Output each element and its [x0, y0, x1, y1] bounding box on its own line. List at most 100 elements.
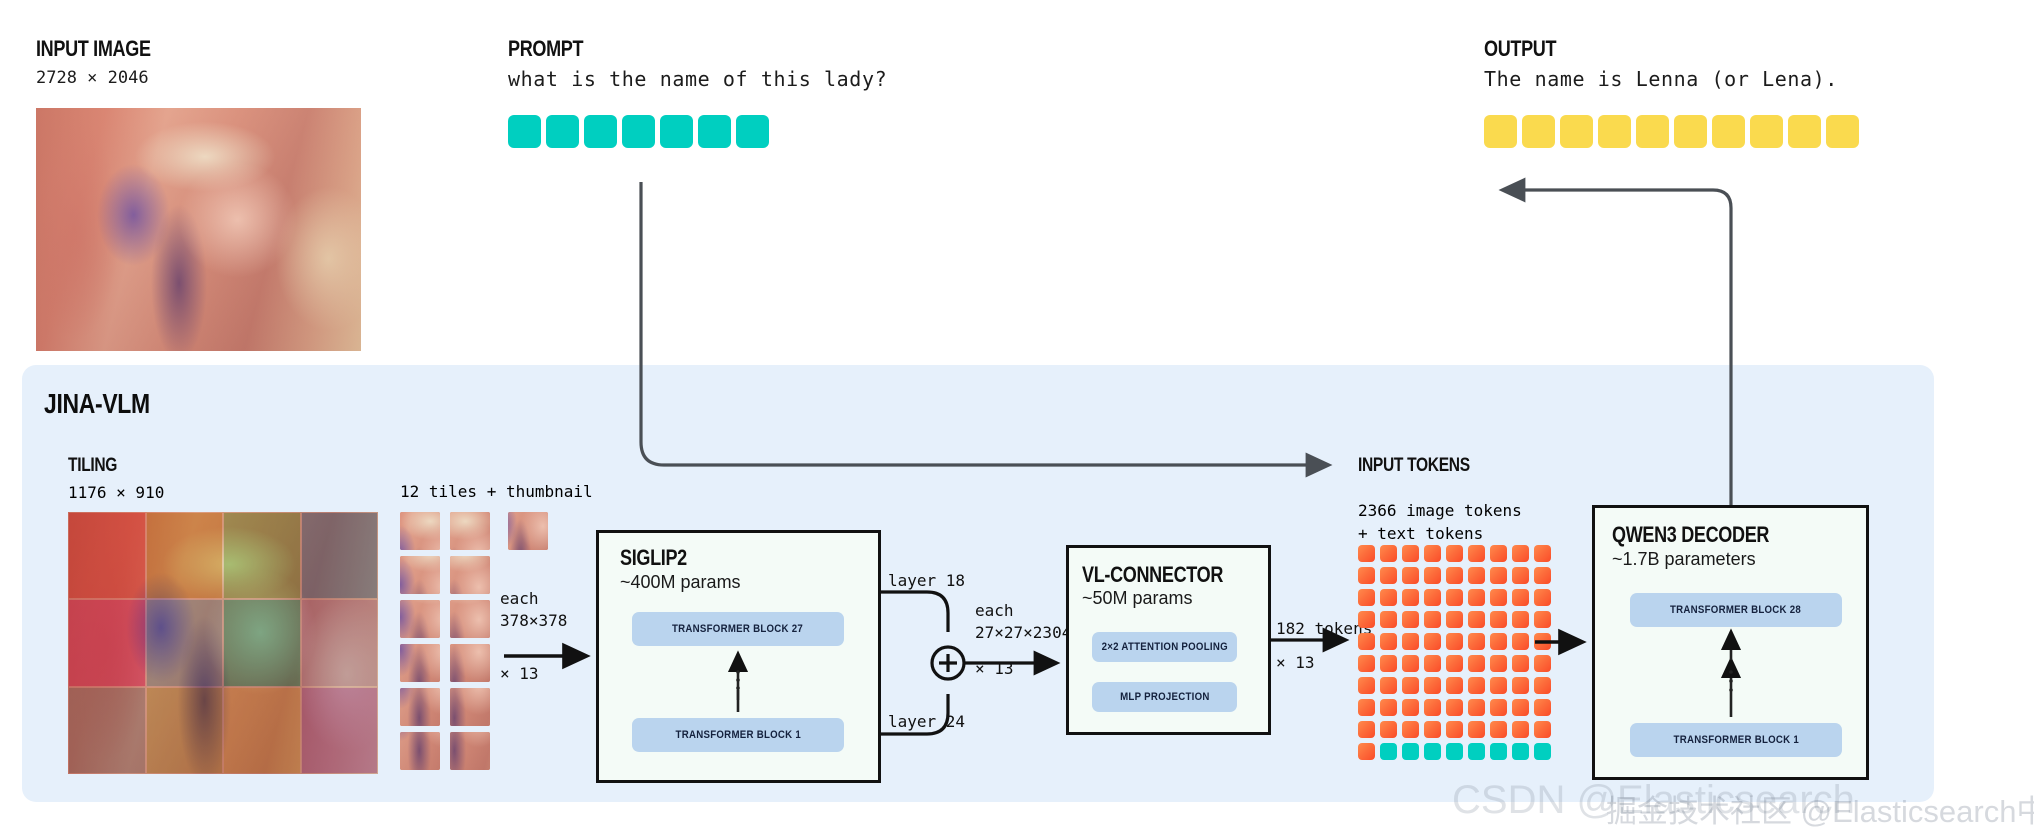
tile-size-line2: 378×378	[500, 610, 568, 630]
siglip2-block-top-label: TRANSFORMER BLOCK 27	[672, 623, 804, 635]
text-token	[1512, 743, 1529, 760]
image-token	[1534, 545, 1551, 562]
tile-thumbnail	[400, 600, 440, 638]
merge-multiplier-label: × 13	[975, 659, 1014, 678]
image-token	[1512, 611, 1529, 628]
image-token	[1490, 721, 1507, 738]
image-token	[1402, 677, 1419, 694]
prompt-token	[736, 115, 769, 148]
image-token	[1358, 545, 1375, 562]
tile-cell	[68, 512, 146, 600]
image-token	[1468, 721, 1485, 738]
image-token	[1358, 589, 1375, 606]
image-token	[1424, 721, 1441, 738]
image-token	[1468, 567, 1485, 584]
image-token	[1446, 633, 1463, 650]
image-token	[1512, 589, 1529, 606]
image-token	[1512, 677, 1529, 694]
prompt-token	[698, 115, 731, 148]
mlp-projection-label: MLP PROJECTION	[1119, 691, 1210, 703]
image-token	[1534, 655, 1551, 672]
image-token	[1402, 589, 1419, 606]
image-token	[1424, 677, 1441, 694]
prompt-token	[546, 115, 579, 148]
image-token	[1490, 589, 1507, 606]
prompt-title: PROMPT	[508, 36, 584, 61]
input-tokens-line2: + text tokens	[1358, 523, 1484, 543]
attention-pooling-label: 2×2 ATTENTION POOLING	[1101, 641, 1228, 653]
tile-size-label: each 378×378	[500, 588, 567, 631]
image-token	[1534, 567, 1551, 584]
tile-cell	[300, 599, 378, 687]
tiling-title: TILING	[68, 455, 118, 476]
image-token	[1424, 699, 1441, 716]
text-token	[1402, 743, 1419, 760]
qwen3-block-top: TRANSFORMER BLOCK 28	[1630, 593, 1842, 627]
image-token	[1402, 567, 1419, 584]
text-token	[1446, 743, 1463, 760]
output-token	[1484, 115, 1517, 148]
image-token	[1402, 545, 1419, 562]
image-token	[1358, 743, 1375, 760]
input-image-photo	[36, 108, 361, 351]
image-token	[1424, 545, 1441, 562]
tiling-dimensions: 1176 × 910	[68, 483, 165, 502]
merge-output-label: each 27×27×2304	[975, 600, 1071, 643]
image-token	[1402, 633, 1419, 650]
tile-thumbnail	[450, 512, 490, 550]
tile-size-line1: each	[500, 589, 539, 608]
image-token	[1512, 633, 1529, 650]
tile-thumbnail	[400, 556, 440, 594]
prompt-token	[660, 115, 693, 148]
qwen3-decoder-params: ~1.7B parameters	[1612, 549, 1756, 569]
tile-thumbnail	[450, 688, 490, 726]
image-token	[1424, 655, 1441, 672]
image-token	[1380, 589, 1397, 606]
image-token	[1534, 633, 1551, 650]
image-token	[1402, 721, 1419, 738]
image-token	[1512, 655, 1529, 672]
prompt-token-chips	[508, 115, 769, 148]
siglip2-block-bottom-label: TRANSFORMER BLOCK 1	[675, 729, 801, 741]
siglip2-params: ~400M params	[620, 572, 741, 592]
merge-output-line1: each	[975, 601, 1014, 620]
jina-vlm-title: JINA-VLM	[44, 388, 150, 419]
image-token	[1380, 655, 1397, 672]
tile-multiplier-label: × 13	[500, 664, 539, 683]
input-token-grid	[1358, 545, 1551, 760]
image-token	[1446, 545, 1463, 562]
image-token	[1358, 655, 1375, 672]
image-token	[1380, 633, 1397, 650]
siglip2-layer-bottom-label: layer 24	[888, 712, 966, 731]
text-token	[1534, 743, 1551, 760]
tile-thumbnail	[450, 732, 490, 770]
tile-thumbnail	[450, 644, 490, 682]
output-token	[1598, 115, 1631, 148]
image-token	[1534, 721, 1551, 738]
tile-cell	[300, 686, 378, 774]
qwen3-block-bottom-label: TRANSFORMER BLOCK 1	[1673, 734, 1799, 746]
mlp-projection-block: MLP PROJECTION	[1092, 682, 1237, 712]
image-token	[1468, 545, 1485, 562]
output-text: The name is Lenna (or Lena).	[1484, 67, 1838, 91]
prompt-token	[584, 115, 617, 148]
image-token	[1380, 699, 1397, 716]
tile-cell	[300, 512, 378, 600]
image-token	[1380, 545, 1397, 562]
image-token	[1468, 633, 1485, 650]
siglip2-layer-top-label: layer 18	[888, 571, 966, 590]
image-token	[1446, 567, 1463, 584]
output-token	[1674, 115, 1707, 148]
image-token	[1490, 677, 1507, 694]
tile-thumbnail	[400, 688, 440, 726]
output-token-chips	[1484, 115, 1859, 148]
image-token	[1468, 611, 1485, 628]
image-token	[1424, 633, 1441, 650]
tile-thumbnail	[400, 512, 440, 550]
text-token	[1380, 743, 1397, 760]
prompt-token	[508, 115, 541, 148]
tiling-grid-overlay	[68, 512, 378, 774]
text-token	[1424, 743, 1441, 760]
image-token	[1358, 699, 1375, 716]
text-token	[1468, 743, 1485, 760]
